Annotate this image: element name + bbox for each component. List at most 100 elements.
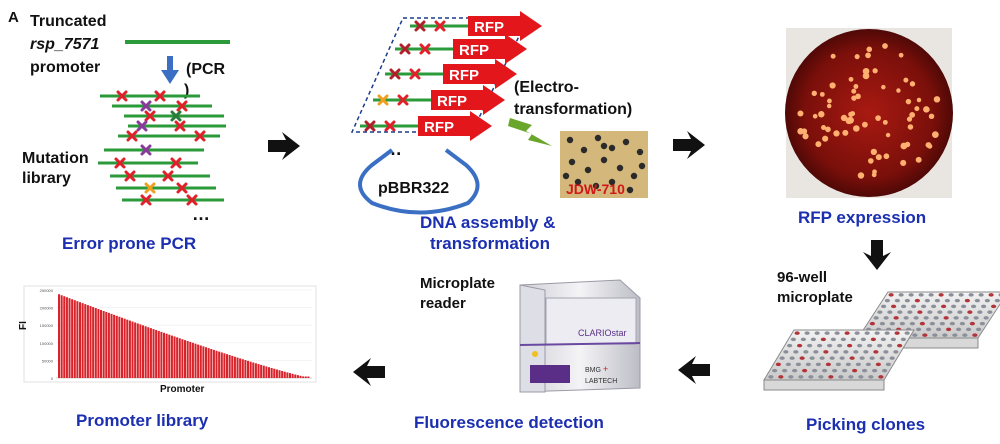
plate-well [828, 375, 834, 379]
chart-bar [160, 331, 163, 378]
plate-well [933, 316, 939, 320]
plate-well [922, 333, 928, 337]
plate-well [888, 293, 894, 297]
mutation-cross-icon [140, 100, 152, 112]
plate-well [941, 304, 947, 309]
chart-bar [260, 364, 263, 378]
maker-label-2: LABTECH [585, 378, 617, 385]
plate-well [778, 375, 784, 379]
plate-well [901, 304, 907, 309]
plate-well [887, 343, 893, 348]
chart-bar [94, 308, 97, 378]
plate-well [829, 356, 835, 360]
chart-bar [115, 315, 118, 378]
plate-well [949, 321, 955, 326]
plate-well [832, 368, 838, 373]
red-colony [916, 97, 922, 103]
flow-arrow-icon [353, 358, 385, 386]
plate-well [865, 362, 871, 367]
plate-well [912, 333, 918, 337]
colony [580, 146, 588, 154]
red-colony [842, 129, 849, 136]
red-colony [815, 141, 822, 148]
caption-rfp-expression: RFP expression [798, 208, 926, 227]
plate-well [873, 350, 879, 354]
red-colony [829, 82, 836, 89]
plate-well [825, 362, 831, 367]
rfp-construct: RFP [373, 85, 505, 115]
mutation-cross-icon [140, 144, 152, 156]
red-colony [819, 91, 825, 97]
cross-stroke [144, 110, 156, 122]
chart-bar [283, 371, 286, 378]
plate-well [805, 362, 811, 367]
chart-bar [199, 345, 202, 378]
red-colony [928, 113, 935, 120]
plate-well [917, 310, 923, 314]
colony [630, 172, 638, 180]
mutation-cross-icon [124, 170, 136, 182]
red-colony [851, 95, 857, 101]
plate-well [808, 375, 814, 379]
cross-stroke [126, 130, 138, 142]
plate-well [952, 333, 958, 337]
microplate [763, 329, 915, 391]
colony [608, 144, 616, 152]
chart-bar [65, 297, 68, 378]
cross-stroke [176, 182, 188, 194]
chart-bar [76, 301, 79, 378]
plate-well [864, 331, 870, 335]
colony [574, 178, 582, 186]
chart-bar [100, 310, 103, 378]
plate-well [812, 368, 818, 373]
plate-well [897, 343, 903, 348]
plate-well [883, 350, 889, 354]
mutation-cross-icon [434, 20, 446, 32]
chart-ytick-label: 50000 [42, 358, 54, 363]
reader-label-microplate: Microplate [420, 275, 495, 292]
chart-bar [102, 310, 105, 378]
chart-bar [281, 370, 284, 378]
plate-well [785, 362, 791, 367]
plate-well [859, 356, 865, 360]
red-colony [862, 67, 870, 75]
chart-ytick-label: 100000 [40, 341, 54, 346]
plate-well [833, 350, 839, 354]
rfp-arrow-icon [453, 34, 527, 64]
chart-bar [233, 356, 236, 378]
rfp-label: RFP [474, 19, 504, 36]
plate-well [926, 327, 932, 332]
plate-well [839, 356, 845, 360]
cross-stroke [174, 120, 186, 132]
plate-well [823, 350, 829, 354]
plate-well [818, 375, 824, 379]
plate-well [789, 356, 795, 360]
plate-well [963, 316, 969, 320]
plate-well [873, 316, 879, 320]
red-colony [903, 77, 909, 83]
plate-well [813, 350, 819, 354]
chart-bar [228, 355, 231, 378]
plate-well [830, 337, 836, 342]
plate-well [889, 356, 895, 360]
chart-bar [289, 373, 292, 378]
chart-bar [168, 334, 171, 378]
chart-bar [265, 366, 268, 378]
plate-well [937, 310, 943, 314]
mutation-cross-icon [364, 120, 376, 132]
chart-bar [218, 351, 221, 378]
cross-stroke [136, 120, 148, 132]
plate-well [835, 362, 841, 367]
mutation-cross-icon [389, 68, 401, 80]
mutation-cross-icon [116, 90, 128, 102]
chart-bar [186, 341, 189, 378]
plate-well [792, 368, 798, 373]
rfp-construct: RFP [360, 111, 492, 141]
red-colony [927, 143, 933, 149]
plate-well [988, 293, 994, 297]
plate-well [768, 375, 774, 379]
chart-ytick-label: 200000 [40, 306, 54, 311]
lightning-icon [508, 118, 552, 146]
